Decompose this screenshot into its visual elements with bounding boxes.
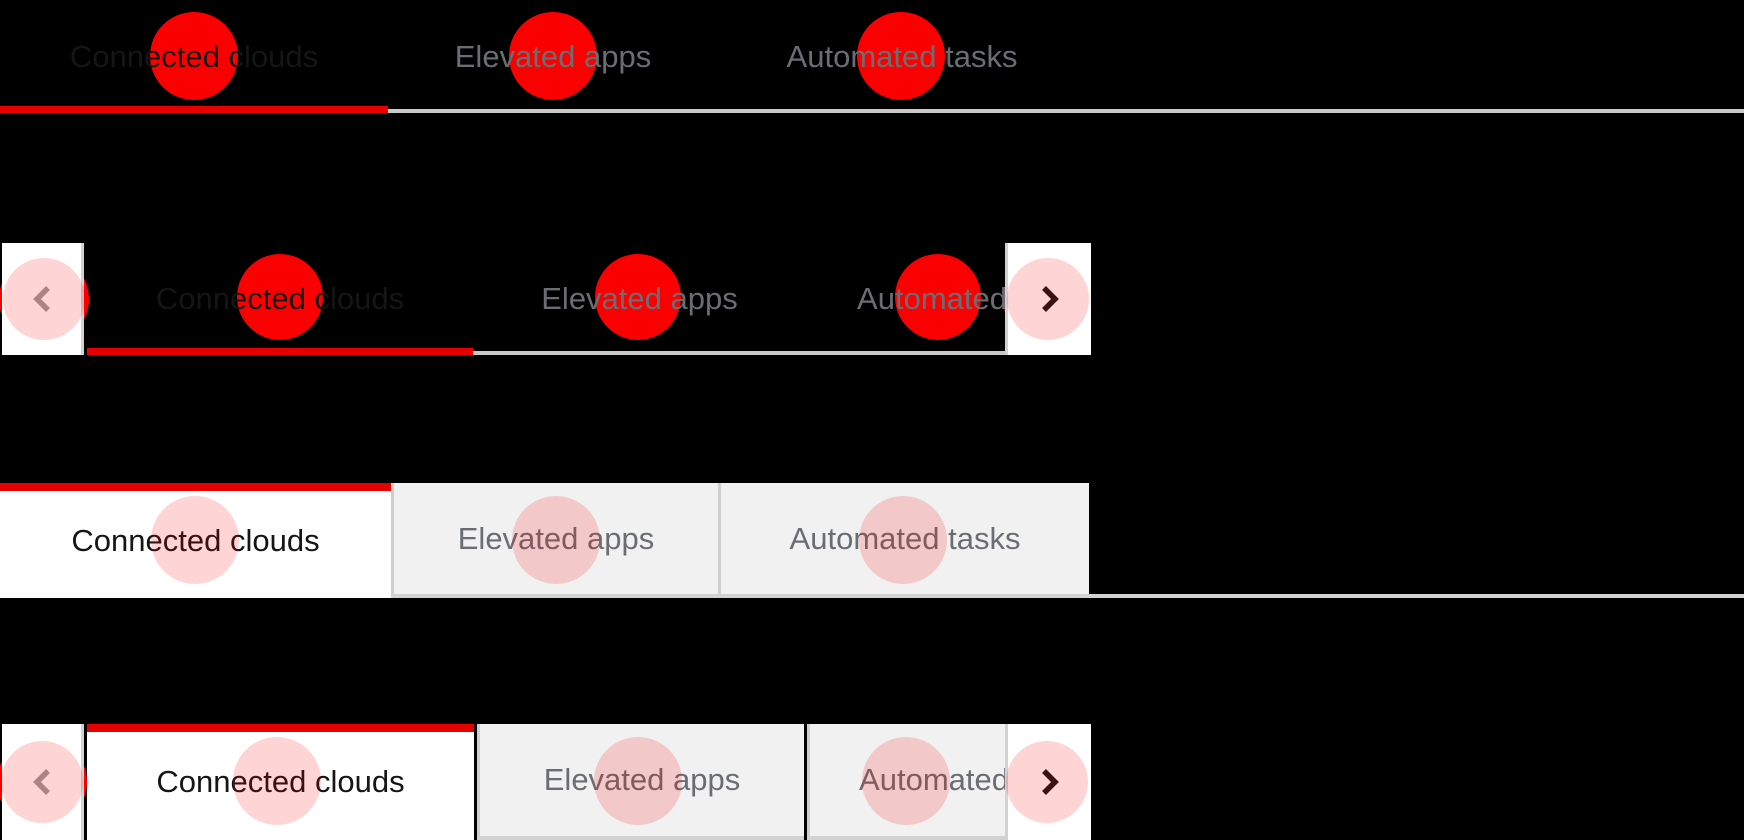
tab-group-box: Connected clouds Elevated apps Automated… bbox=[0, 483, 1744, 598]
chevron-left-icon bbox=[32, 286, 50, 312]
tab-automated-tasks[interactable]: Automated tasks bbox=[718, 0, 1086, 113]
scroll-right-button[interactable] bbox=[1005, 724, 1091, 840]
tab-group-box-scrollable: Connected clouds Elevated apps Automated… bbox=[0, 724, 1091, 840]
chevron-right-icon bbox=[1041, 286, 1059, 312]
tab-label: Elevated apps bbox=[543, 762, 741, 797]
tab-label: Elevated apps bbox=[457, 520, 655, 556]
tab-connected-clouds[interactable]: Connected clouds bbox=[87, 243, 473, 355]
tab-elevated-apps[interactable]: Elevated apps bbox=[391, 483, 718, 598]
tab-label: Connected clouds bbox=[69, 38, 319, 74]
chevron-left-icon bbox=[32, 769, 50, 795]
tab-elevated-apps[interactable]: Elevated apps bbox=[388, 0, 718, 113]
tab-label: Connected clouds bbox=[155, 281, 405, 316]
tab-label: Automated tasks bbox=[786, 38, 1018, 74]
tab-group-underline: Connected clouds Elevated apps Automated… bbox=[0, 0, 1744, 113]
scroll-left-button[interactable] bbox=[2, 724, 84, 840]
tabs-bottom-border bbox=[473, 351, 1005, 355]
tab-elevated-apps[interactable]: Elevated apps bbox=[477, 724, 804, 840]
tabs-bottom-border bbox=[388, 109, 1744, 113]
tab-connected-clouds[interactable]: Connected clouds bbox=[87, 724, 474, 840]
tab-connected-clouds[interactable]: Connected clouds bbox=[0, 483, 391, 598]
chevron-right-icon bbox=[1041, 769, 1059, 795]
scroll-left-button[interactable] bbox=[2, 243, 84, 355]
tab-connected-clouds[interactable]: Connected clouds bbox=[0, 0, 388, 113]
tab-label: Elevated apps bbox=[541, 281, 738, 316]
tab-group-underline-scrollable: Connected clouds Elevated apps Automated… bbox=[0, 243, 1091, 355]
tab-label: Connected clouds bbox=[71, 522, 320, 558]
tab-label: Automated tasks bbox=[789, 520, 1021, 556]
scroll-right-button[interactable] bbox=[1005, 243, 1091, 355]
tab-elevated-apps[interactable]: Elevated apps bbox=[473, 243, 806, 355]
tab-label: Elevated apps bbox=[454, 38, 652, 74]
tab-automated-tasks[interactable]: Automated tasks bbox=[718, 483, 1089, 598]
tab-label: Connected clouds bbox=[156, 764, 405, 799]
